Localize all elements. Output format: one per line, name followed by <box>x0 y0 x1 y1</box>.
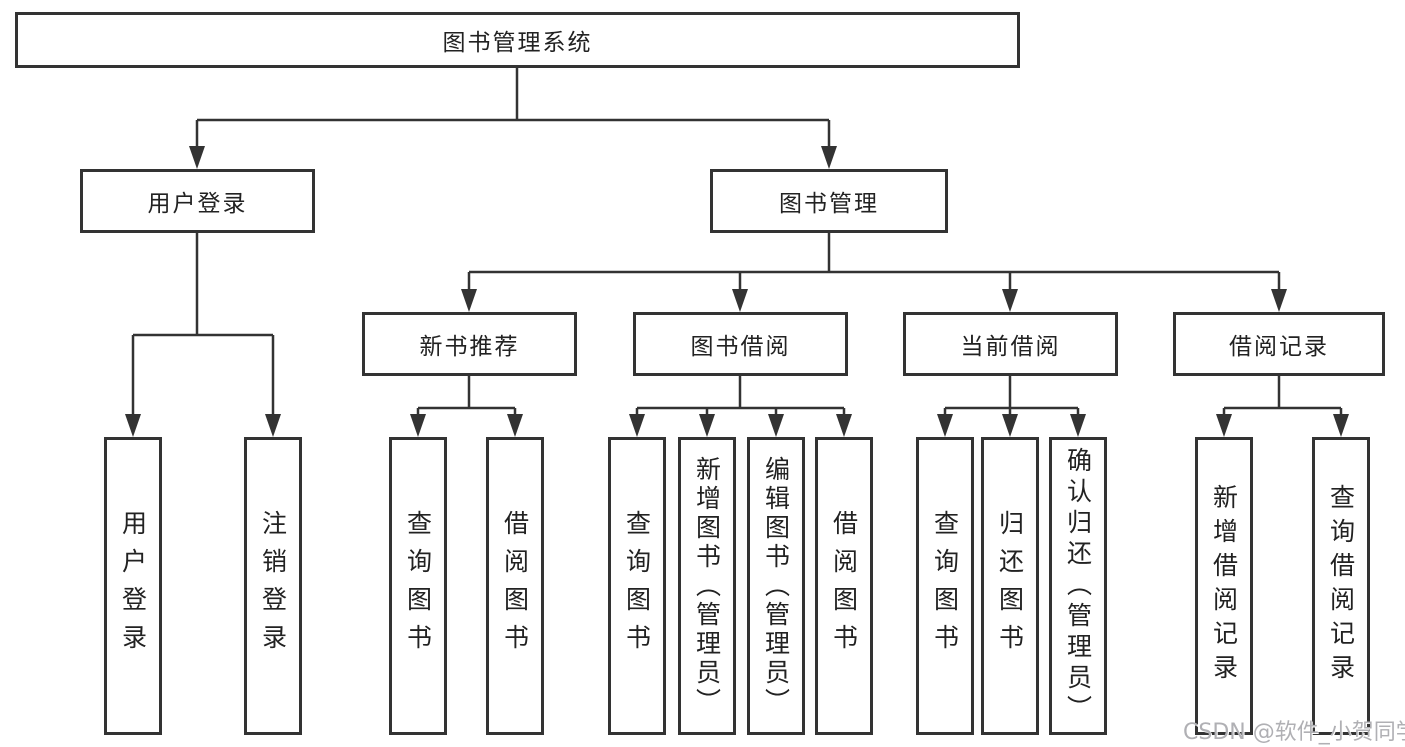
arrow-down-icon <box>937 414 953 437</box>
arrow-down-icon <box>732 289 748 312</box>
connector-lines <box>131 68 1343 416</box>
node-book-borrow: 图书借阅 <box>633 312 848 376</box>
leaf-label: 新增借阅记录 <box>1209 484 1239 688</box>
node-borrow-records: 借阅记录 <box>1173 312 1385 376</box>
arrow-down-icon <box>821 146 837 169</box>
arrow-down-icon <box>265 414 281 437</box>
leaf-label: 注销登录 <box>258 510 288 662</box>
arrow-down-icon <box>189 146 205 169</box>
arrowheads <box>125 146 1349 437</box>
leaf-new-books-query: 查询图书 <box>389 437 447 735</box>
arrow-down-icon <box>410 414 426 437</box>
node-root: 图书管理系统 <box>15 12 1020 68</box>
leaf-label: 新增图书（管理员） <box>692 455 722 717</box>
leaf-label: 借阅图书 <box>829 510 859 662</box>
node-book-mgmt: 图书管理 <box>710 169 948 233</box>
node-user-login: 用户登录 <box>80 169 315 233</box>
leaf-new-books-borrow: 借阅图书 <box>486 437 544 735</box>
leaf-logout: 注销登录 <box>244 437 302 735</box>
leaf-user-login: 用户登录 <box>104 437 162 735</box>
arrow-down-icon <box>125 414 141 437</box>
arrow-down-icon <box>1333 414 1349 437</box>
leaf-label: 借阅图书 <box>500 510 530 662</box>
connector-book-mgmt <box>467 233 1281 290</box>
leaf-current-confirm-admin: 确认归还（管理员） <box>1049 437 1107 735</box>
leaf-label: 查询图书 <box>622 510 652 662</box>
leaf-borrow-add-admin: 新增图书（管理员） <box>678 437 736 735</box>
leaf-current-return: 归还图书 <box>981 437 1039 735</box>
leaf-label: 查询图书 <box>403 510 433 662</box>
leaf-current-query: 查询图书 <box>916 437 974 735</box>
connector-root <box>195 68 831 147</box>
arrow-down-icon <box>699 414 715 437</box>
connector-current-borrow <box>943 376 1080 416</box>
node-new-books: 新书推荐 <box>362 312 577 376</box>
arrow-down-icon <box>836 414 852 437</box>
leaf-records-query: 查询借阅记录 <box>1312 437 1370 735</box>
watermark: CSDN @软件_小贺同学 <box>1183 720 1405 745</box>
leaf-label: 编辑图书（管理员） <box>761 455 791 717</box>
connector-new-books <box>416 376 517 416</box>
arrow-down-icon <box>1216 414 1232 437</box>
arrow-down-icon <box>1070 414 1086 437</box>
connector-book-borrow <box>635 376 846 416</box>
arrow-down-icon <box>1002 414 1018 437</box>
arrow-down-icon <box>507 414 523 437</box>
leaf-borrow-edit-admin: 编辑图书（管理员） <box>747 437 805 735</box>
arrow-down-icon <box>629 414 645 437</box>
leaf-label: 查询图书 <box>930 510 960 662</box>
leaf-label: 确认归还（管理员） <box>1063 446 1093 726</box>
arrow-down-icon <box>461 289 477 312</box>
arrow-down-icon <box>1002 289 1018 312</box>
leaf-label: 用户登录 <box>118 510 148 662</box>
leaf-label: 查询借阅记录 <box>1326 484 1356 688</box>
leaf-borrow-query: 查询图书 <box>608 437 666 735</box>
leaf-records-add: 新增借阅记录 <box>1195 437 1253 735</box>
arrow-down-icon <box>768 414 784 437</box>
node-current-borrow: 当前借阅 <box>903 312 1118 376</box>
connector-borrow-records <box>1222 376 1343 416</box>
connector-user-login <box>131 233 275 416</box>
leaf-label: 归还图书 <box>995 510 1025 662</box>
arrow-down-icon <box>1271 289 1287 312</box>
leaf-borrow-book: 借阅图书 <box>815 437 873 735</box>
